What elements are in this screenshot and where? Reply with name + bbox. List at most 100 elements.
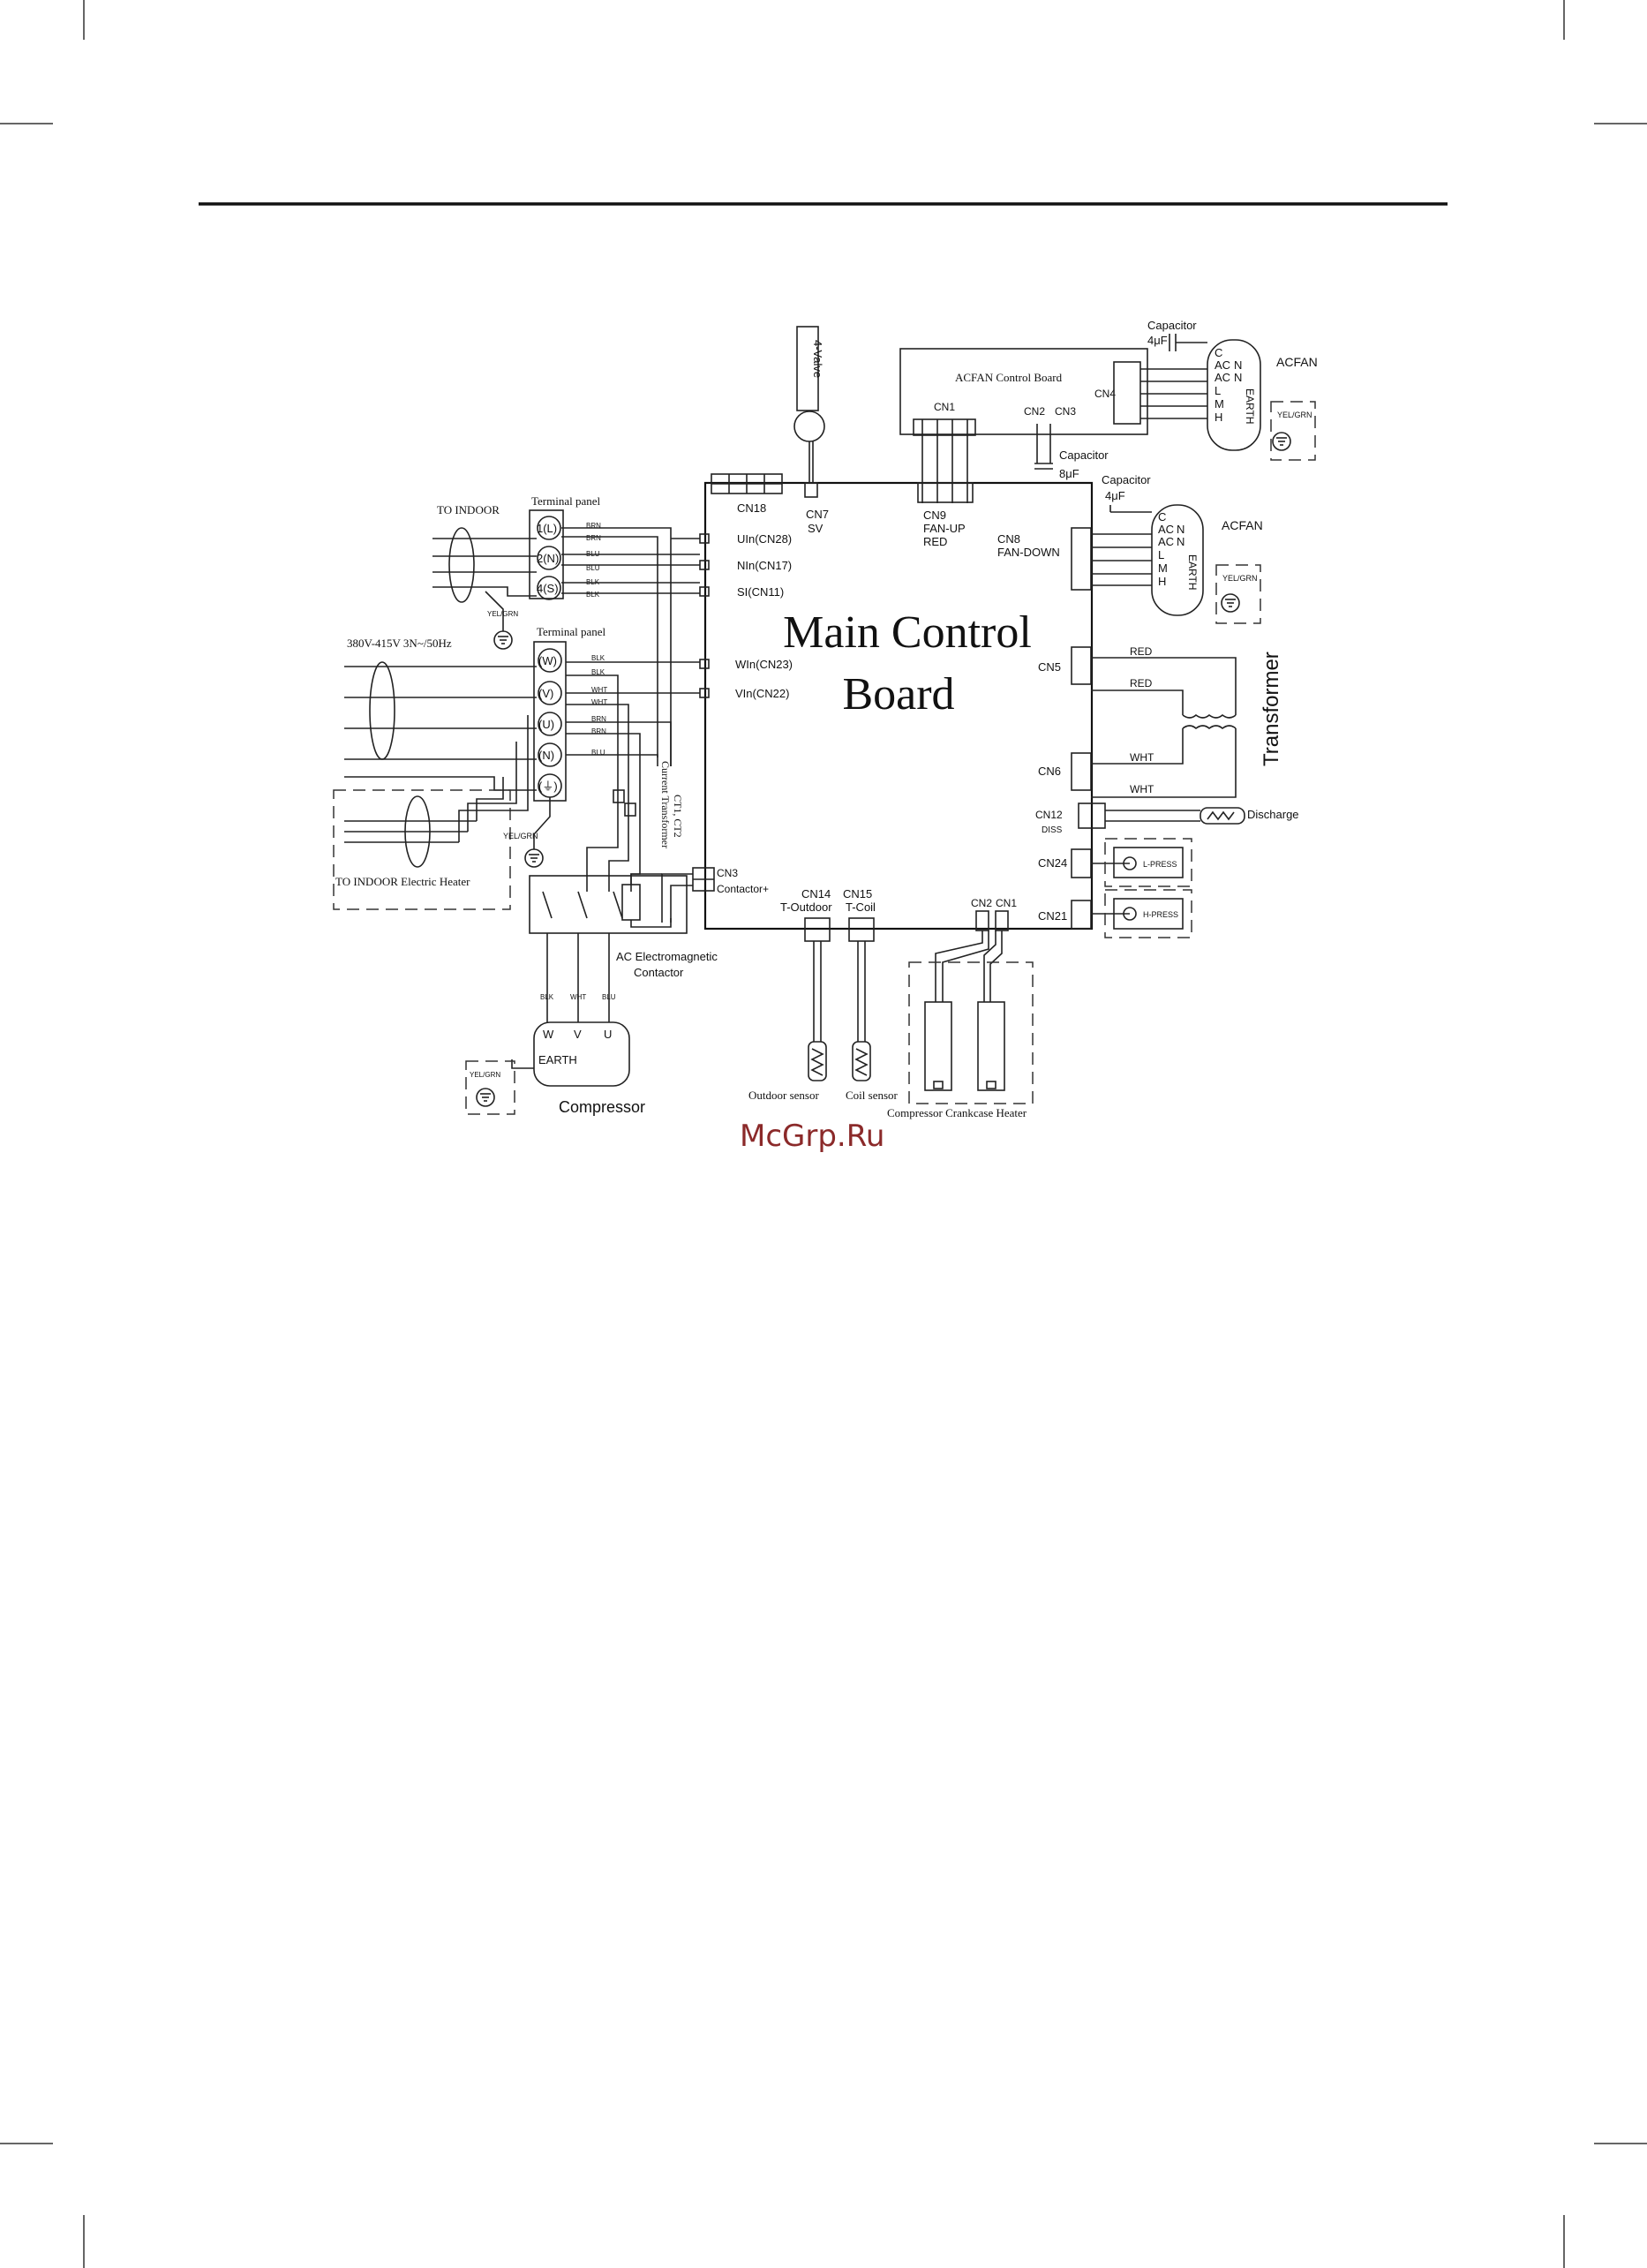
- four-way-valve: 4-Valve CN7 SV: [793, 326, 829, 535]
- bot-wire-wht1: WHT: [591, 686, 607, 694]
- cn15-coil-sensor: CN15 T-Coil Coil sensor: [843, 887, 899, 1102]
- cap-right-value: 4μF: [1105, 489, 1125, 502]
- coil-sensor-label: Coil sensor: [846, 1089, 899, 1102]
- h-press-label: H-PRESS: [1143, 910, 1178, 919]
- comp-wire-blk: BLK: [540, 993, 554, 1001]
- cn14-outdoor-sensor: CN14 T-Outdoor Outdoor sensor: [748, 887, 832, 1102]
- acfan-lower-pin-ac2: AC: [1158, 535, 1174, 548]
- acfan-upper-pin-ac1: AC: [1215, 358, 1230, 372]
- acfan-lower-pin-l: L: [1158, 548, 1164, 561]
- phase-w: W: [543, 1028, 554, 1041]
- cn18-connector: CN18: [711, 473, 783, 515]
- board-inputs: UIn(CN28) NIn(CN17) SI(CN11) WIn(CN23) V…: [699, 532, 793, 700]
- term-v: (V): [538, 687, 553, 700]
- capacitor-right: Capacitor 4μF: [1102, 473, 1152, 513]
- cn8-connector: [1071, 527, 1152, 591]
- uin-label: UIn(CN28): [737, 532, 792, 546]
- cn21-label: CN21: [1038, 909, 1067, 923]
- cap-top-label: Capacitor: [1147, 319, 1197, 332]
- acfan-upper-pin-m: M: [1215, 397, 1224, 411]
- terminal-panel-bottom: 380V-415V 3N~/50Hz Terminal panel (W) (V…: [333, 625, 700, 910]
- contactor-line2: Contactor: [634, 966, 684, 979]
- compressor-label: Compressor: [559, 1098, 645, 1116]
- trans-wht1: WHT: [1130, 751, 1154, 764]
- term-2n: 2(N): [537, 552, 559, 565]
- contactor-line1: AC Electromagnetic: [616, 950, 718, 963]
- si-label: SI(CN11): [737, 585, 784, 599]
- acfan-upper-pin-h: H: [1215, 411, 1222, 424]
- board-title-line2: Board: [842, 669, 954, 720]
- acfan-cn3-label: CN3: [1055, 405, 1076, 418]
- fan-down-label: FAN-DOWN: [997, 546, 1060, 559]
- acfan-lower-pin-h: H: [1158, 575, 1166, 588]
- cn9-label: CN9: [923, 509, 946, 522]
- bottom-ground-label: YEL/GRN: [503, 832, 538, 840]
- sv-label: SV: [808, 522, 824, 535]
- contactor-plus-label: Contactor+: [717, 883, 769, 895]
- red-label: RED: [923, 535, 947, 548]
- acfan-upper-ground-label: YEL/GRN: [1277, 411, 1312, 419]
- cap-mid-value: 8μF: [1059, 467, 1079, 480]
- discharge-label: Discharge: [1247, 808, 1299, 821]
- t-coil-label: T-Coil: [846, 900, 876, 914]
- ct-label: Current Transformer: [659, 761, 672, 848]
- cn6-label: CN6: [1038, 765, 1061, 778]
- acfan-cn1-label: CN1: [934, 401, 955, 413]
- cn18-label: CN18: [737, 501, 766, 515]
- acfan-upper-name: ACFAN: [1276, 355, 1318, 369]
- term-n: (N): [538, 749, 554, 762]
- cn3-contactor-connector: CN3 Contactor+: [661, 867, 769, 923]
- terminal-top-title: Terminal panel: [531, 494, 601, 508]
- trans-wht2: WHT: [1130, 783, 1154, 795]
- cn5-label: CN5: [1038, 660, 1061, 674]
- ground-icon: [493, 630, 513, 650]
- cap-top-value: 4μF: [1147, 334, 1168, 347]
- cn15-label: CN15: [843, 887, 872, 900]
- cn14-label: CN14: [801, 887, 831, 900]
- capacitor-top: Capacitor 4μF: [1147, 319, 1207, 351]
- trans-red2: RED: [1130, 677, 1153, 689]
- top-wire-brn2: BRN: [586, 534, 601, 542]
- acfan-lower-pin-n1: N: [1177, 523, 1184, 536]
- cap-mid-label: Capacitor: [1059, 448, 1109, 462]
- term-1l: 1(L): [537, 522, 557, 535]
- top-wire-blu2: BLU: [586, 564, 600, 572]
- trans-red1: RED: [1130, 645, 1153, 658]
- term-gnd: (⏚): [538, 780, 558, 793]
- top-wire-blk2: BLK: [586, 591, 600, 599]
- acfan-cn4-label: CN4: [1094, 388, 1116, 400]
- ac-contactor: AC Electromagnetic Contactor: [529, 873, 718, 1022]
- term-4s: 4(S): [537, 582, 559, 595]
- acfan-upper-earth: EARTH: [1244, 388, 1256, 424]
- ground-icon: [524, 848, 544, 868]
- acfan-upper-motor: C AC AC L M H N N EARTH ACFAN YEL/GRN: [1207, 339, 1318, 461]
- cn3-label: CN3: [717, 867, 738, 879]
- cn24-label: CN24: [1038, 856, 1067, 870]
- ground-icon: [1221, 593, 1240, 613]
- transformer-block: CN5 CN6 RED RED WHT WHT Transformer: [1038, 645, 1283, 798]
- valve-label: 4-Valve: [811, 340, 824, 378]
- top-wire-brn1: BRN: [586, 522, 601, 530]
- crankcase-heater: CN2 CN1 Compressor Crankcase Heater: [887, 897, 1034, 1119]
- compressor-ground-label: YEL/GRN: [470, 1071, 500, 1079]
- discharge-sensor: CN12 DISS Discharge: [1035, 802, 1299, 835]
- acfan-board-title: ACFAN Control Board: [955, 371, 1063, 384]
- cn8-label: CN8: [997, 532, 1020, 546]
- acfan-lower-name: ACFAN: [1222, 518, 1263, 532]
- supply-label: 380V-415V 3N~/50Hz: [347, 637, 452, 650]
- board-title-line1: Main Control: [783, 607, 1032, 658]
- ground-icon: [476, 1088, 495, 1107]
- bot-wire-blk2: BLK: [591, 668, 605, 676]
- low-pressure-switch: CN24 L-PRESS: [1038, 838, 1192, 887]
- cn1-label: CN1: [996, 897, 1017, 909]
- ct-sub-label: CT1, CT2: [672, 795, 684, 838]
- high-pressure-switch: CN21 H-PRESS: [1038, 889, 1192, 938]
- electric-heater-label: TO INDOOR Electric Heater: [335, 875, 470, 888]
- acfan-lower-ground-label: YEL/GRN: [1222, 574, 1258, 583]
- compressor: BLK WHT BLU W V U EARTH YEL/GRN Compress…: [465, 993, 645, 1116]
- phase-v: V: [574, 1028, 582, 1041]
- outdoor-sensor-label: Outdoor sensor: [748, 1089, 819, 1102]
- comp-wire-blu: BLU: [602, 993, 616, 1001]
